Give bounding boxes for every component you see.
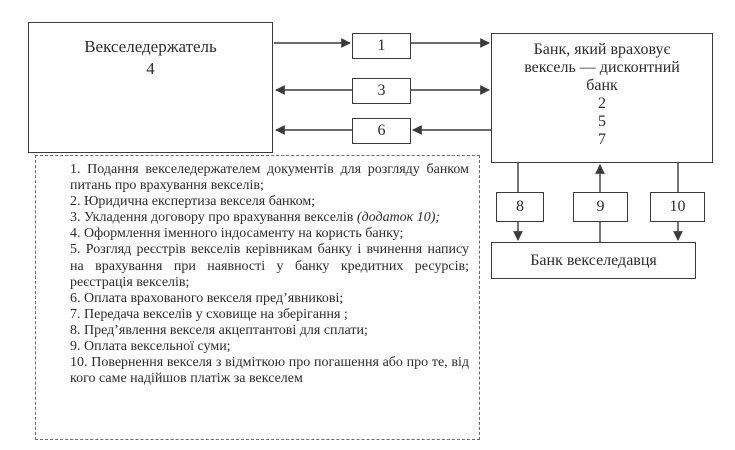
bank-step-7: 7 — [598, 131, 606, 148]
bank-line-2: вексель — дисконтний — [524, 59, 680, 76]
step-1: 1. Подання векселедержателем документів … — [70, 162, 469, 194]
discount-bank-label: Банк, який враховує вексель — дисконтний… — [492, 41, 712, 149]
flow-step-9: 9 — [573, 192, 628, 222]
step-9: 9. Оплата вексельної суми; — [70, 339, 231, 355]
drawer-bank-box: Банк векселедавця — [491, 242, 696, 279]
bill-holder-title: Векселедержатель — [84, 37, 217, 56]
step-3: 3. Укладення договору про врахування век… — [70, 210, 469, 226]
bank-step-2: 2 — [598, 95, 606, 112]
flow-step-10: 10 — [650, 192, 705, 222]
flow-step-6: 6 — [352, 118, 411, 144]
step-7: 7. Передача векселів у сховище на зберіг… — [70, 306, 348, 322]
bill-holder-box: Векселедержатель 4 — [28, 22, 273, 153]
bank-line-3: банк — [586, 77, 618, 94]
flow-step-8: 8 — [496, 192, 544, 222]
bank-line-1: Банк, який враховує — [533, 41, 671, 58]
step-4: 4. Оформлення іменного індосаменту на ко… — [70, 226, 404, 242]
step-2: 2. Юридична експертиза векселя банком; — [70, 194, 316, 210]
step-10: 10. Повернення векселя з відміткою про п… — [70, 355, 469, 387]
bank-step-5: 5 — [598, 113, 606, 130]
steps-legend: 1. Подання векселедержателем документів … — [35, 155, 480, 440]
flow-step-1: 1 — [352, 33, 411, 59]
discount-bank-box: Банк, який враховує вексель — дисконтний… — [491, 33, 713, 163]
step-3-reference: (додаток 10); — [356, 210, 441, 226]
step-5: 5. Розгляд реєстрів векселів керівникам … — [70, 242, 469, 290]
step-8: 8. Пред’явлення векселя акцептантові для… — [70, 322, 368, 338]
step-3-text: 3. Укладення договору про врахування век… — [70, 210, 357, 226]
bill-holder-code: 4 — [146, 59, 155, 78]
step-6: 6. Оплата врахованого векселя пред’явник… — [70, 290, 344, 306]
flow-step-3: 3 — [352, 78, 411, 104]
